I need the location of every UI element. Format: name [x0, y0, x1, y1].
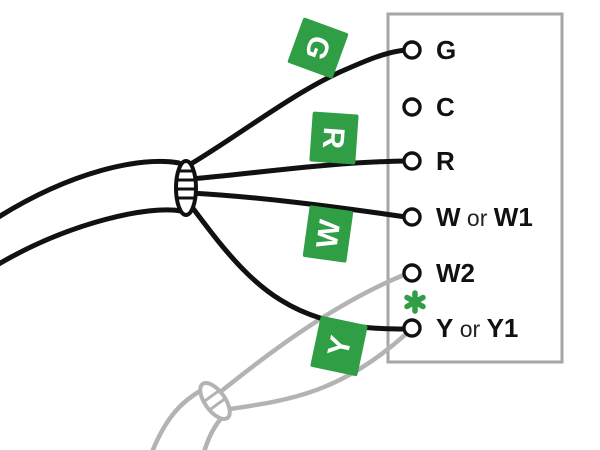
wire-label-r-letter: R [316, 126, 350, 150]
black-cable-sheath-end [174, 159, 198, 217]
black-cable [0, 47, 409, 332]
wire-label-y: Y [310, 315, 368, 377]
wire-label-y-tile [310, 315, 368, 377]
wire-label-w-letter: W [311, 217, 348, 250]
terminal-label-w1: W or W1 [436, 202, 533, 232]
terminal-label-c: C [436, 92, 455, 122]
black-wire-to-g [186, 47, 409, 168]
black-wire-to-r [188, 158, 409, 182]
wire-label-g: G [287, 17, 349, 79]
gray-cable [150, 271, 409, 450]
terminal-label-g: G [436, 35, 456, 65]
black-wire-to-w [188, 190, 409, 220]
black-cable-outline-bottom [0, 207, 184, 267]
terminal-circle-g [402, 40, 422, 60]
terminal-circle-w1 [402, 207, 422, 227]
wire-label-r-tile [309, 111, 359, 165]
wire-label-w-tile [302, 205, 354, 263]
gray-wire-to-y [227, 331, 409, 412]
terminal-circle-c [402, 97, 422, 117]
wire-label-g-tile [287, 17, 349, 79]
gray-cable-sheath-end [198, 381, 232, 421]
terminal-label-w2: W2 [436, 258, 475, 288]
wire-label-w: W [302, 205, 354, 263]
wire-label-r: R [309, 111, 359, 165]
black-wire-to-y [186, 200, 409, 332]
asterisk-icon [404, 290, 426, 314]
terminal-circle-y1 [402, 318, 422, 338]
gray-wire-to-w2 [216, 271, 409, 396]
black-cable-outline-top [0, 158, 182, 220]
gray-cable-outline-left [150, 387, 205, 450]
terminal-label-y1: Y or Y1 [436, 313, 518, 343]
terminal-circle-w2 [402, 263, 422, 283]
terminal-circle-r [402, 151, 422, 171]
terminal-label-r: R [436, 146, 455, 176]
